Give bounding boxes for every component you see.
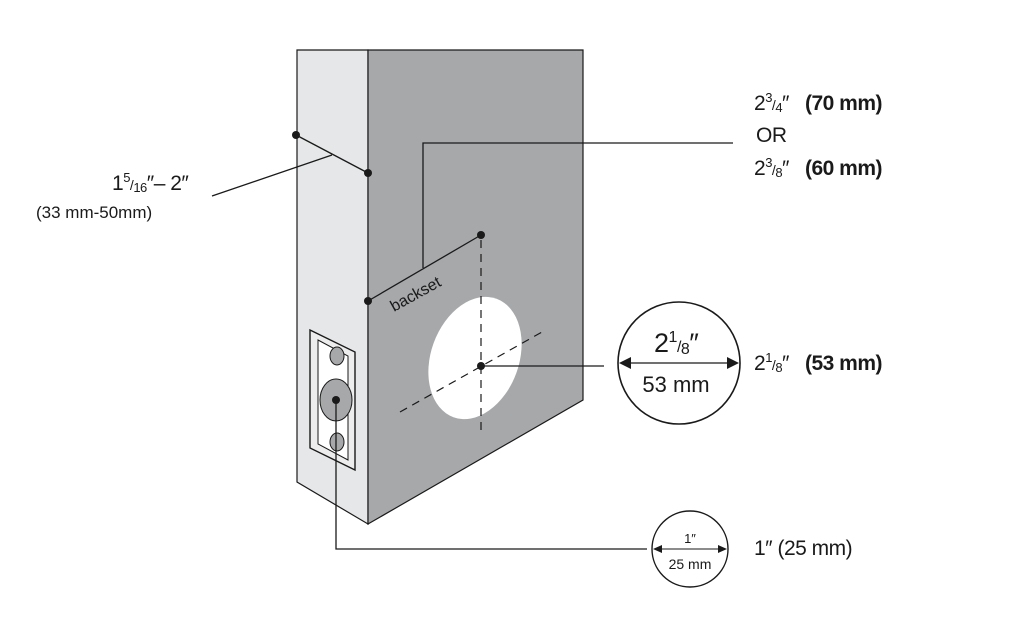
bore-dot-center <box>477 362 485 370</box>
thickness-frac-num: 5 <box>123 170 130 185</box>
door-face <box>367 49 584 526</box>
backset-opt1-num: 3 <box>765 90 772 105</box>
bore-metric: (53 mm) <box>804 352 883 375</box>
backset-opt2-whole: 2 <box>754 157 766 180</box>
latch-leader <box>335 400 647 550</box>
thickness-dot-left <box>292 131 300 139</box>
backset-option-2: 23/8″ (60 mm) <box>754 155 883 180</box>
thickness-range-rest: ″– 2″ <box>146 172 189 195</box>
backset-or: OR <box>756 124 787 147</box>
bore-size-label: 21/8″ (53 mm) <box>754 350 883 375</box>
backset-opt2-den: 8 <box>775 165 783 180</box>
bore-size-arrow-right <box>727 357 739 369</box>
latch-circle-metric: 25 mm <box>669 556 712 572</box>
thickness-dot-right <box>364 169 372 177</box>
bore-hole <box>428 296 522 420</box>
thickness-line <box>295 134 369 174</box>
bore-whole: 2 <box>754 352 766 375</box>
backset-opt2-metric: (60 mm) <box>804 157 883 180</box>
thickness-leader <box>211 154 333 197</box>
backset-opt1-den: 4 <box>775 100 783 115</box>
thickness-label: 15/16″– 2″ <box>112 170 189 195</box>
thickness-whole: 1 <box>112 172 124 195</box>
backset-dot-edge <box>364 297 372 305</box>
bore-den: 8 <box>775 360 783 375</box>
backset-dot-center <box>477 231 485 239</box>
latch-screw-bottom <box>329 432 345 452</box>
backset-option-1: 23/4″ (70 mm) <box>754 90 883 115</box>
bore-num: 1 <box>765 350 772 365</box>
latch-size-arrow-left <box>653 545 662 553</box>
backset-line <box>367 234 482 302</box>
thickness-metric: (33 mm-50mm) <box>36 203 153 222</box>
backset-leader <box>422 142 733 268</box>
bore-circle-den: 8 <box>680 341 690 358</box>
bore-size-arrow-left <box>619 357 631 369</box>
latch-size-label: 1″ (25 mm) <box>754 537 853 560</box>
backset-opt1-whole: 2 <box>754 92 766 115</box>
bore-circle-num: 1 <box>668 329 678 346</box>
backset-opt2-num: 3 <box>765 155 772 170</box>
backset-opt1-metric: (70 mm) <box>804 92 883 115</box>
latch-circle-imperial: 1″ <box>684 531 696 546</box>
latch-dot-center <box>332 396 340 404</box>
latch-screw-top <box>329 346 345 366</box>
bore-circle-whole: 2 <box>654 328 669 358</box>
thickness-frac-den: 16 <box>133 180 147 195</box>
bore-circle-imperial: 21/8″ <box>654 328 699 358</box>
bore-circle-metric: 53 mm <box>642 372 709 397</box>
latch-size-arrow-right <box>718 545 727 553</box>
